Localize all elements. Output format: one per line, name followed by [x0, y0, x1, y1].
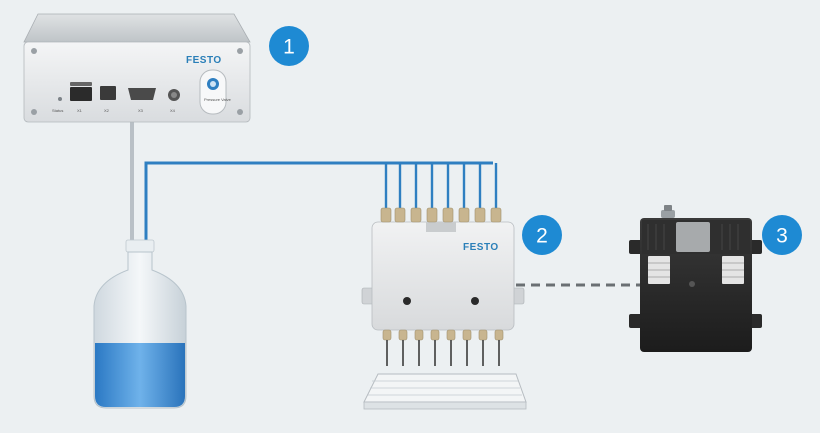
mounting-hole-icon	[471, 297, 479, 305]
port-label-x2: X2	[104, 108, 110, 113]
valve-branch-lines	[384, 163, 498, 210]
status-led-icon	[58, 97, 62, 101]
ethernet-port-x2[interactable]	[100, 86, 116, 100]
status-label: Status	[52, 108, 63, 113]
badge-1: 1	[269, 26, 309, 66]
serial-port-x3[interactable]	[128, 88, 156, 100]
screw-icon	[31, 48, 37, 54]
svg-text:1: 1	[283, 36, 295, 59]
mounting-hole-icon	[403, 297, 411, 305]
controller-unit: FESTO Status X1 X2 X3 X4 Pressure Valve	[23, 13, 251, 123]
outlet-fittings	[382, 329, 504, 341]
controller-brand-logo: FESTO	[186, 55, 222, 66]
pressure-valve-button[interactable]	[199, 69, 227, 115]
gauge-icon	[210, 81, 216, 87]
port-label-x4: X4	[170, 108, 176, 113]
port-label-x1: X1	[77, 108, 83, 113]
port-label-x3: X3	[138, 108, 144, 113]
screw-icon	[31, 109, 37, 115]
screw-icon	[237, 109, 243, 115]
bottle-cap	[125, 239, 155, 253]
microplate	[363, 373, 527, 410]
dispenser-unit: FESTO	[361, 207, 525, 366]
dispenser-brand-logo: FESTO	[463, 242, 499, 253]
terminal-connector-x1[interactable]	[70, 87, 92, 101]
svg-text:3: 3	[776, 225, 788, 248]
metal-cover-plate	[676, 222, 710, 252]
badge-2: 2	[522, 215, 562, 255]
control-module	[629, 205, 762, 352]
pressure-valve-label: Pressure Valve	[204, 97, 232, 102]
inlet-fittings	[380, 207, 502, 223]
dispense-needles	[386, 340, 500, 366]
reservoir-bottle	[93, 239, 187, 409]
bottle-liquid	[95, 343, 185, 407]
badge-3: 3	[762, 215, 802, 255]
screw-icon	[237, 48, 243, 54]
svg-text:2: 2	[536, 225, 548, 248]
